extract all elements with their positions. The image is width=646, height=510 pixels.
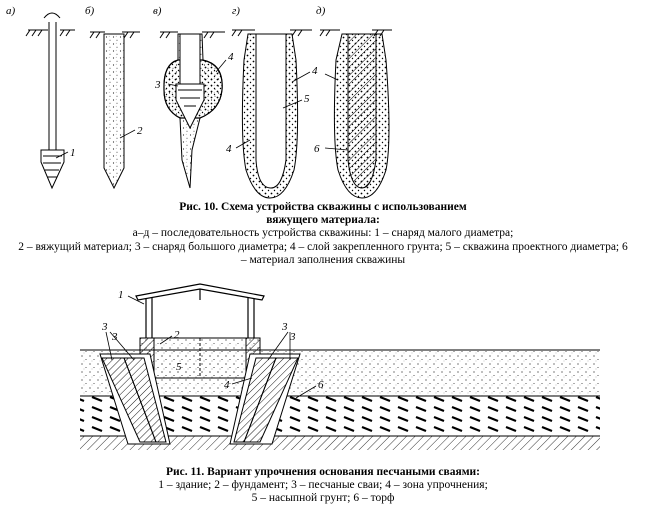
panel-label-b: б) [85, 5, 95, 17]
fig11-callout-1: 1 [118, 289, 124, 301]
panel-d-filled-bore [333, 33, 390, 199]
fig11-callout-6: 6 [318, 379, 324, 391]
fig11-drawing: 1 2 3 3 3 3 5 4 6 [80, 283, 600, 450]
callout-1: 1 [70, 147, 76, 159]
fig10-legend-line3: – материал заполнения скважины [240, 253, 406, 266]
fig10-title-line1: Рис. 10. Схема устройства скважины с исп… [179, 201, 467, 213]
panel-g-design-bore [241, 33, 299, 199]
callout-4c: 4 [226, 143, 232, 155]
fig11-callout-3a: 3 [101, 321, 108, 333]
panel-label-d: д) [316, 5, 326, 17]
callout-6: 6 [314, 143, 320, 155]
fig11-leader-lines [105, 295, 317, 399]
building [135, 283, 265, 338]
foundation [139, 337, 261, 379]
strengthening-zone-left [99, 353, 171, 445]
fig11-callout-3b: 3 [111, 331, 118, 343]
base-ground [80, 436, 600, 450]
fig11-legend-line2: 5 – насыпной грунт; 6 – торф [251, 492, 395, 505]
strengthening-zone-right [229, 353, 301, 445]
fig10-leader-lines [55, 59, 349, 159]
fig11-callout-3c: 3 [281, 321, 288, 333]
panel-label-g: г) [232, 5, 240, 17]
panel-label-v: в) [153, 5, 162, 17]
callout-4b: 4 [312, 65, 318, 77]
callout-5: 5 [304, 93, 310, 105]
fig11-caption: Рис. 11. Вариант упрочнения основания пе… [0, 466, 646, 506]
fig11-title: Рис. 11. Вариант упрочнения основания пе… [166, 466, 480, 478]
fig11-callout-3d: 3 [289, 331, 296, 343]
panel-v-large-auger [163, 33, 223, 189]
callout-4: 4 [228, 51, 234, 63]
fig11-legend-line1: 1 – здание; 2 – фундамент; 3 – песчаные … [158, 479, 488, 492]
ground-surface-lines [25, 29, 392, 39]
fig11-callout-2: 2 [174, 329, 180, 341]
fig10-legend-line1: а–д – последовательность устройства сква… [132, 227, 514, 240]
fig11-callout-4: 4 [224, 379, 230, 391]
fig10-legend-line2: 2 – вяжущий материал; 3 – снаряд большог… [18, 240, 628, 253]
callout-3: 3 [154, 79, 161, 91]
fig11-callout-5: 5 [176, 361, 182, 373]
panel-label-a: а) [6, 5, 16, 17]
panel-b-binder-column [103, 33, 125, 190]
fig10-title-line2: вяжущего материала: [266, 214, 380, 227]
panel-a-small-auger [40, 12, 65, 190]
callout-2: 2 [137, 125, 143, 137]
fig10-drawing: а) б) в) г) д) 1 2 3 4 4 5 4 6 [6, 5, 392, 199]
fig10-caption: Рис. 10. Схема устройства скважины с исп… [0, 201, 646, 267]
